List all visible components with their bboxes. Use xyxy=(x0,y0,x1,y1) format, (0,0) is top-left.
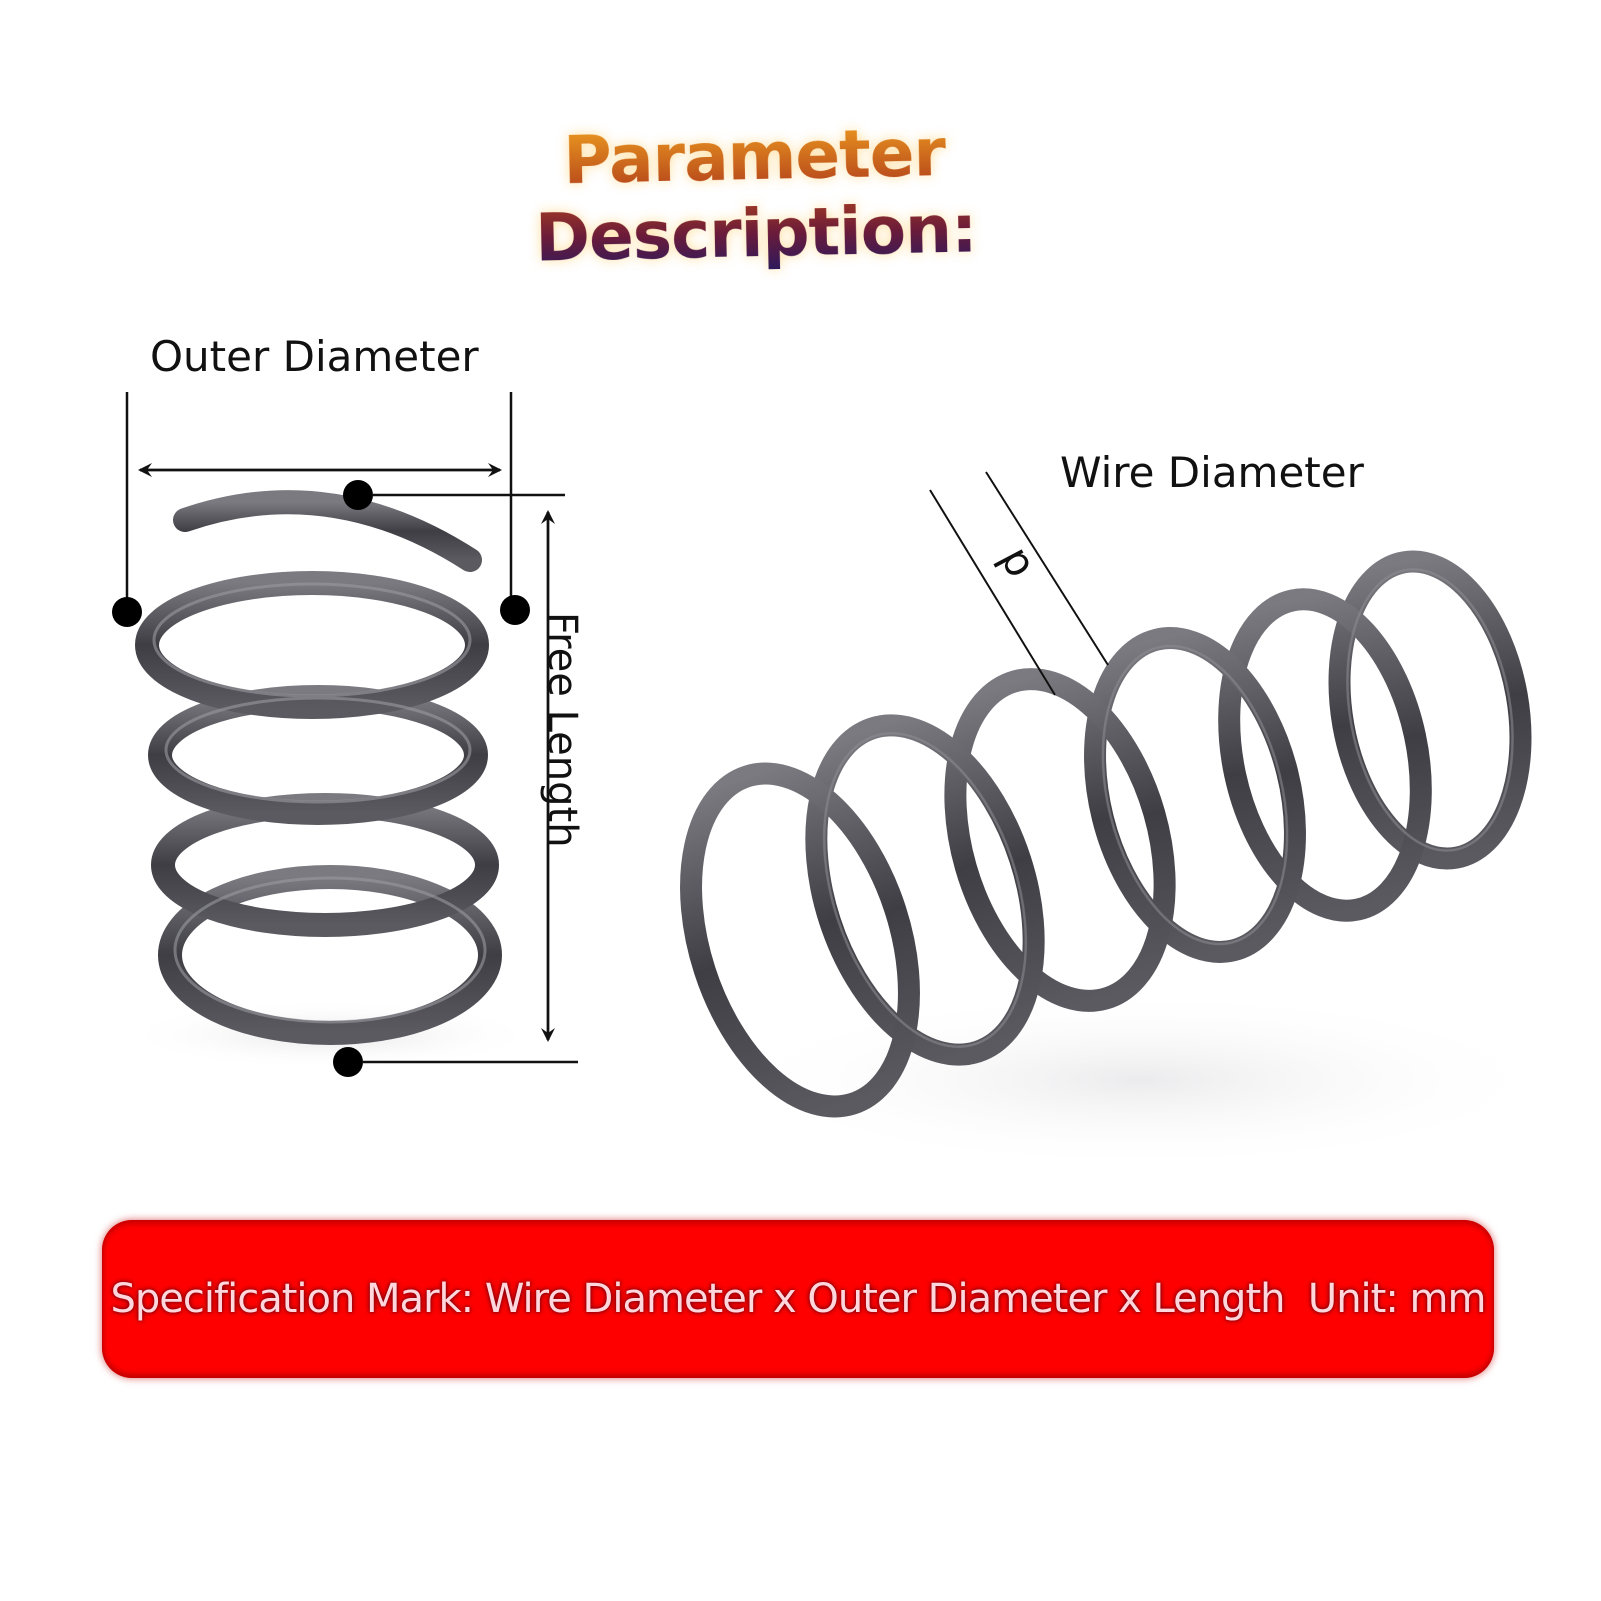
wire-diameter-label: Wire Diameter xyxy=(1060,448,1364,497)
wire-diameter-dimension xyxy=(929,471,1109,696)
specification-banner: Specification Mark: Wire Diameter x Oute… xyxy=(102,1220,1494,1378)
outer-diameter-label: Outer Diameter xyxy=(150,332,479,381)
outer-diameter-dimension xyxy=(125,392,513,605)
free-length-dimension xyxy=(363,493,578,1064)
dimension-dots xyxy=(112,480,530,1077)
right-spring-image xyxy=(680,550,1560,1170)
left-spring-image xyxy=(120,490,540,1070)
free-length-label: Free Length xyxy=(539,612,585,848)
specification-text: Specification Mark: Wire Diameter x Oute… xyxy=(110,1276,1487,1322)
